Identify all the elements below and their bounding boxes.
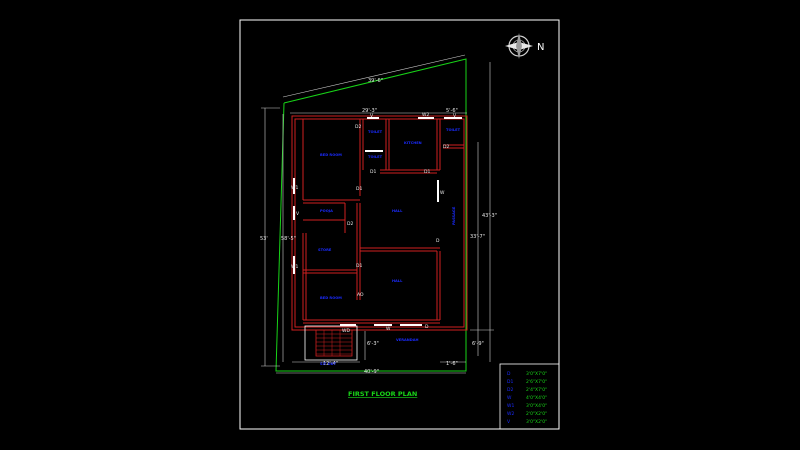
schedule-key: W2: [507, 411, 514, 417]
dim-bottom-right: 1'-6": [446, 361, 458, 367]
room-label: TOILET: [368, 155, 383, 159]
label-v: V: [296, 211, 300, 217]
room-label: PASSAGE: [452, 206, 456, 225]
label-w2: W2: [422, 112, 429, 118]
dim-top-main: 29'-3": [362, 108, 377, 114]
dim-bottom-total: 40'-9": [364, 369, 379, 375]
walls: [291, 115, 468, 331]
schedule-value: 3'0"X4'0": [526, 403, 547, 409]
label-d: D: [425, 324, 429, 330]
north-label: N: [537, 42, 544, 53]
room-label: SIT OUT: [320, 362, 337, 366]
label-wd: WD: [342, 328, 350, 334]
room-label: BED ROOM: [320, 296, 342, 300]
label-d2: D2: [355, 124, 361, 130]
room-label: TOILET: [446, 128, 461, 132]
dim-bottom-left: 12'-4": [323, 361, 338, 367]
room-label: STORE: [318, 248, 332, 252]
label-d2: D2: [443, 144, 449, 150]
room-label: POOJA: [320, 209, 333, 213]
dim-top-slant: 39'-6": [368, 78, 383, 84]
schedule-value: 2'4"X7'0": [526, 387, 547, 393]
room-label: HALL: [392, 209, 403, 213]
drawing-title: FIRST FLOOR PLAN: [348, 390, 417, 398]
schedule-key: D1: [507, 379, 513, 385]
room-label: TOILET: [368, 130, 383, 134]
dimension-lines: [261, 54, 494, 374]
room-label: KITCHEN: [404, 141, 422, 145]
label-d1: D1: [356, 263, 362, 269]
schedule-value: 2'0"X2'0": [526, 411, 547, 417]
label-d: D: [436, 238, 440, 244]
schedule-key: V: [507, 419, 511, 425]
staircase: [304, 325, 358, 361]
dim-right-inner: 33'-7": [470, 234, 485, 240]
dim-right-small: 6'-9": [472, 341, 484, 347]
door-window-schedule: D 3'0"X7'0" D1 2'6"X7'0" D2 2'4"X7'0" W …: [507, 371, 547, 425]
openings: [293, 117, 462, 326]
schedule-key: W: [507, 395, 512, 401]
label-w1: W1: [291, 185, 298, 191]
schedule-value: 3'0"X2'0": [526, 419, 547, 425]
label-d2: D2: [347, 221, 353, 227]
dim-top-right: 5'-6": [446, 108, 458, 114]
label-d1: D1: [356, 186, 362, 192]
label-d1: D1: [370, 169, 376, 175]
schedule-box: [499, 363, 560, 430]
label-w: W: [440, 190, 445, 196]
sheet-frame: [239, 19, 560, 430]
dim-left-outer: 53': [260, 236, 268, 242]
schedule-value: 3'0"X7'0": [526, 371, 547, 377]
schedule-value: 2'6"X7'0": [526, 379, 547, 385]
label-w1: W1: [291, 264, 298, 270]
schedule-key: W1: [507, 403, 514, 409]
schedule-value: 4'0"X4'0": [526, 395, 547, 401]
label-v: V: [453, 113, 457, 119]
dim-right-outer: 43'-3": [482, 213, 497, 219]
room-label: BED ROOM: [320, 153, 342, 157]
label-d1: D1: [424, 169, 430, 175]
schedule-key: D2: [507, 387, 513, 393]
schedule-key: D: [507, 371, 511, 377]
label-ao: AO: [357, 292, 364, 298]
room-label: HALL: [392, 279, 403, 283]
dim-left-inner: 58'-5": [281, 236, 296, 242]
north-arrow-icon: [505, 33, 533, 59]
room-label: VERANDAH: [396, 338, 419, 342]
dim-stair-gap: 6'-3": [367, 341, 379, 347]
label-w: W: [386, 326, 391, 332]
site-boundary: [275, 58, 467, 372]
label-v: V: [370, 113, 374, 119]
